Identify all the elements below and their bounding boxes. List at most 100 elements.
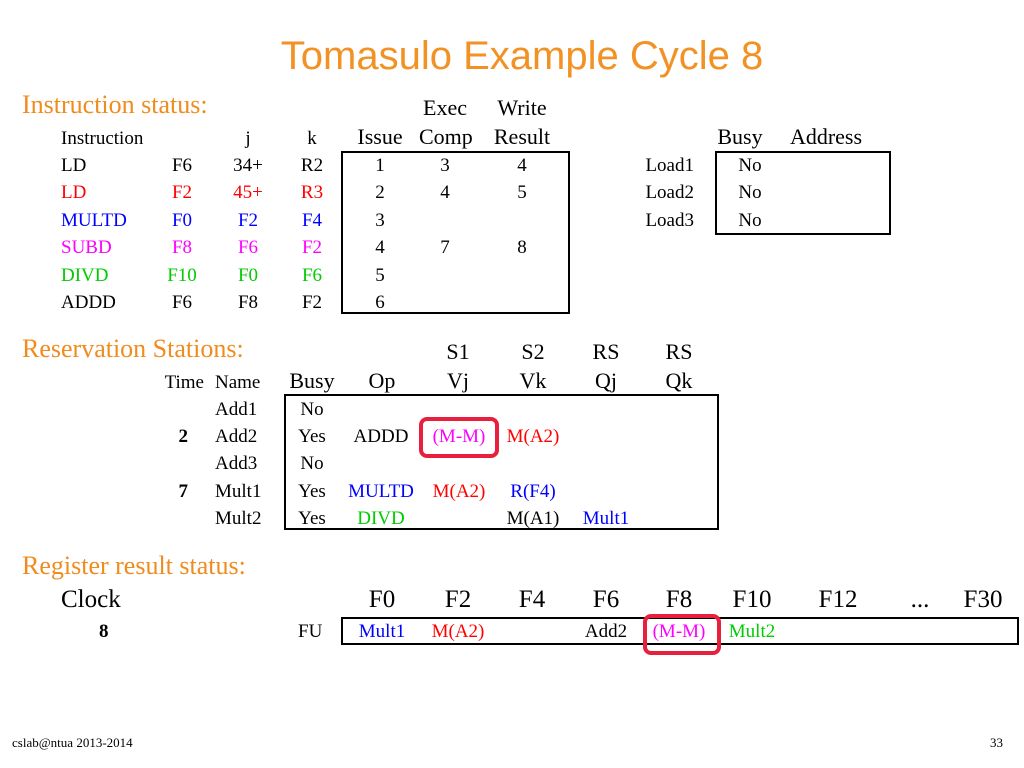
- k-column-header: k: [307, 128, 317, 149]
- vj-column-header: Vj: [447, 368, 469, 393]
- load-address-header: Address: [789, 124, 863, 149]
- register-name: F12: [818, 586, 858, 613]
- issue-cycle: 3: [375, 209, 385, 231]
- slide-number: 33: [990, 735, 1003, 750]
- write-header: Write: [497, 95, 547, 120]
- instruction-dest: F10: [167, 264, 197, 286]
- instruction-dest: F0: [171, 209, 193, 231]
- instruction-op: DIVD: [61, 264, 109, 286]
- register-name: F6: [592, 586, 620, 613]
- qk-column-header: Qk: [665, 368, 693, 393]
- instruction-j: F6: [237, 237, 259, 259]
- instruction-k: R2: [300, 155, 324, 176]
- busy-column-header: Busy: [289, 368, 335, 393]
- footer-copyright: cslab@ntua 2013-2014: [12, 735, 133, 750]
- result-column-header: Result: [493, 124, 551, 149]
- instruction-column-header: Instruction: [61, 128, 144, 149]
- op-column-header: Op: [368, 368, 396, 393]
- issue-cycle: 4: [375, 237, 385, 259]
- instruction-dest: F8: [171, 237, 193, 259]
- rs-name: Add3: [215, 453, 258, 475]
- instruction-op: MULTD: [61, 209, 127, 231]
- instruction-k: F4: [301, 209, 323, 231]
- clock-value: 8: [99, 621, 109, 642]
- instruction-status-heading: Instruction status:: [22, 90, 208, 119]
- register-status-table-border: [341, 617, 1019, 645]
- rs-busy: Yes: [298, 426, 326, 448]
- write-result-cycle: 8: [517, 237, 527, 259]
- issue-cycle: 2: [375, 182, 385, 204]
- register-name: ...: [910, 586, 930, 613]
- rs-name: Add2: [215, 426, 258, 448]
- instruction-k: F6: [301, 264, 323, 286]
- qj-column-header: Qj: [595, 368, 617, 393]
- register-name: F2: [444, 586, 472, 613]
- rs-busy: No: [300, 453, 324, 475]
- write-result-cycle: 5: [517, 182, 527, 204]
- load-buffer-table-border: [715, 151, 891, 235]
- instruction-op: ADDD: [61, 292, 116, 313]
- load-buffer-name: Load1: [645, 155, 694, 176]
- fu-label: FU: [298, 621, 323, 642]
- exec-comp-cycle: 4: [440, 182, 450, 204]
- rs-time: 7: [178, 480, 189, 502]
- register-fu-value: M(A2): [431, 621, 485, 642]
- issue-cycle: 6: [375, 292, 385, 313]
- register-name: F4: [518, 586, 546, 613]
- load-buffer-busy: No: [738, 182, 762, 204]
- j-column-header: j: [245, 128, 251, 149]
- reservation-stations-table-border: [284, 394, 719, 530]
- instruction-j: F8: [237, 292, 259, 313]
- rs-vj: M(A2): [432, 480, 486, 502]
- rs-qk-top-header: RS: [665, 339, 693, 364]
- instruction-k: R3: [300, 182, 324, 204]
- exec-header: Exec: [423, 95, 467, 120]
- register-fu-value: Mult2: [728, 621, 776, 642]
- rs-op: DIVD: [357, 507, 405, 529]
- instruction-k: F2: [301, 237, 323, 259]
- instruction-dest: F2: [171, 182, 193, 204]
- instruction-j: F0: [237, 264, 259, 286]
- rs-busy: Yes: [298, 480, 326, 502]
- instruction-j: 34+: [233, 155, 263, 176]
- f8-highlight-box: [643, 614, 721, 655]
- load-buffer-name: Load2: [645, 182, 694, 204]
- register-fu-value: Add2: [584, 621, 628, 642]
- register-name: F30: [963, 586, 1003, 613]
- rs-busy: Yes: [298, 507, 326, 529]
- load-buffer-busy: No: [738, 209, 762, 231]
- rs-vk: M(A1): [506, 507, 560, 529]
- load-busy-header: Busy: [717, 124, 763, 149]
- instruction-j: 45+: [233, 182, 263, 204]
- register-fu-value: (M-M): [652, 621, 706, 642]
- s2-header: S2: [521, 339, 545, 364]
- load-buffer-name: Load3: [645, 209, 694, 231]
- vj-highlight-box: [419, 417, 499, 458]
- load-buffer-busy: No: [738, 155, 762, 176]
- instruction-k: F2: [301, 292, 323, 313]
- rs-busy: No: [300, 399, 324, 420]
- register-name: F10: [732, 586, 772, 613]
- rs-op: ADDD: [353, 426, 409, 448]
- instruction-op: LD: [61, 182, 87, 204]
- rs-op: MULTD: [348, 480, 414, 502]
- issue-cycle: 1: [375, 155, 385, 176]
- clock-label: Clock: [61, 586, 121, 613]
- rs-time: 2: [178, 426, 189, 448]
- exec-comp-cycle: 3: [440, 155, 450, 176]
- name-column-header: Name: [215, 372, 261, 393]
- s1-header: S1: [446, 339, 470, 364]
- issue-column-header: Issue: [357, 124, 403, 149]
- instruction-dest: F6: [171, 292, 193, 313]
- rs-vk: M(A2): [506, 426, 560, 448]
- reservation-stations-heading: Reservation Stations:: [22, 334, 244, 363]
- rs-name: Add1: [215, 399, 258, 420]
- register-fu-value: Mult1: [358, 621, 406, 642]
- register-name: F0: [368, 586, 396, 613]
- issue-cycle: 5: [375, 264, 385, 286]
- rs-qj: Mult1: [582, 507, 630, 529]
- rs-name: Mult2: [215, 507, 262, 529]
- instruction-op: SUBD: [61, 237, 112, 259]
- vk-column-header: Vk: [519, 368, 547, 393]
- instruction-dest: F6: [171, 155, 193, 176]
